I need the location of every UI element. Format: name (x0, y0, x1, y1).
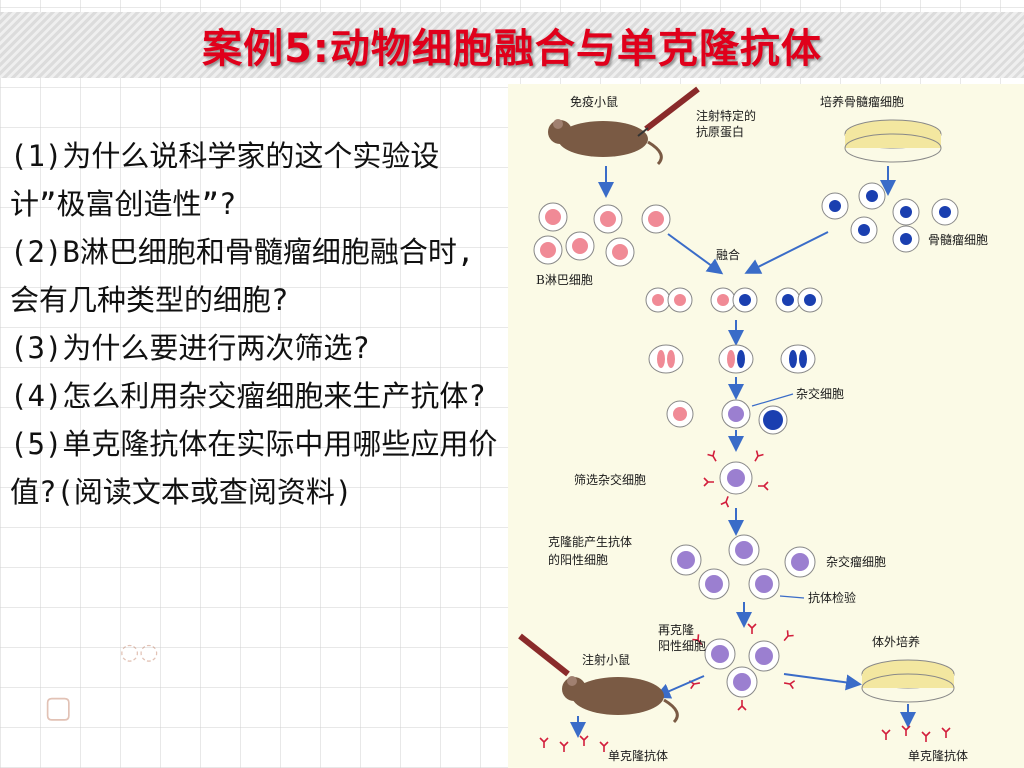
syringe-icon (637, 86, 700, 137)
question-5: (5)单克隆抗体在实际中用哪些应用价值?(阅读文本或查阅资料) (10, 427, 498, 509)
label-mab-right: 单克隆抗体 (908, 748, 968, 763)
antibody-group (539, 735, 609, 753)
petri-dish-icon (844, 119, 942, 163)
label-inject-antigen-1: 注射特定的 (696, 108, 756, 123)
question-4: (4)怎么利用杂交瘤细胞来生产抗体? (10, 379, 486, 413)
label-reclone-2: 阳性细胞 (658, 639, 706, 653)
label-mab-left: 单克隆抗体 (608, 748, 668, 763)
screened-hybrid-cell (703, 449, 769, 508)
question-3: (3)为什么要进行两次筛选? (10, 331, 370, 365)
b-cell-group (533, 202, 671, 267)
label-immune-mouse: 免疫小鼠 (570, 94, 618, 109)
label-antibody-test: 抗体检验 (808, 590, 856, 605)
label-fusion: 融合 (716, 247, 740, 262)
label-culture-myeloma: 培养骨髓瘤细胞 (820, 94, 904, 109)
mouse-icon (562, 676, 679, 724)
label-inject-antigen-2: 抗原蛋白 (696, 124, 744, 139)
label-myeloma-cell: 骨髓瘤细胞 (928, 232, 988, 247)
diagram-canvas: 免疫小鼠 注射特定的 抗原蛋白 培养骨髓瘤细胞 B淋巴细胞 (518, 86, 988, 763)
hybridoma-diagram: 免疫小鼠 注射特定的 抗原蛋白 培养骨髓瘤细胞 B淋巴细胞 (508, 84, 1024, 768)
title-bar: 案例5:动物细胞融合与单克隆抗体 (0, 12, 1024, 78)
binucleate-cell-row (648, 344, 816, 374)
post-fusion-cell-row (666, 399, 788, 435)
label-b-cell: B淋巴细胞 (536, 273, 593, 287)
question-1: (1)为什么说科学家的这个实验设计”极富创造性”? (10, 139, 440, 221)
label-clone-positive-1: 克隆能产生抗体 (548, 534, 632, 549)
petri-dish-icon (861, 659, 955, 703)
question-2: (2)B淋巴细胞和骨髓瘤细胞融合时,会有几种类型的细胞? (10, 235, 475, 317)
decorative-seal: ◌◌ (120, 640, 159, 665)
reclone-cell-group (688, 623, 796, 711)
mouse-icon (548, 119, 663, 166)
antibody-group (881, 725, 951, 743)
slide-title: 案例5:动物细胞融合与单克隆抗体 (202, 26, 822, 72)
label-in-vitro-culture: 体外培养 (872, 634, 920, 649)
label-screen-hybrid: 筛选杂交细胞 (574, 472, 646, 487)
arrow (667, 233, 724, 275)
syringe-icon (518, 633, 570, 677)
leader-line (779, 595, 805, 599)
label-inject-mouse: 注射小鼠 (582, 652, 630, 667)
label-reclone-1: 再克隆 (658, 622, 694, 637)
arrow (744, 231, 829, 274)
arrow (783, 673, 862, 691)
arrow (654, 675, 705, 699)
decorative-seal: ▢ (44, 690, 73, 725)
label-hybridoma: 杂交瘤细胞 (826, 554, 886, 569)
label-clone-positive-2: 的阳性细胞 (548, 552, 608, 567)
clone-cell-group (670, 534, 816, 600)
label-hybrid-cell: 杂交细胞 (796, 386, 844, 401)
leader-line (751, 393, 794, 407)
fused-cell-row (645, 287, 823, 313)
myeloma-cell-group (821, 182, 959, 253)
question-list: (1)为什么说科学家的这个实验设计”极富创造性”? (2)B淋巴细胞和骨髓瘤细胞… (10, 132, 500, 516)
